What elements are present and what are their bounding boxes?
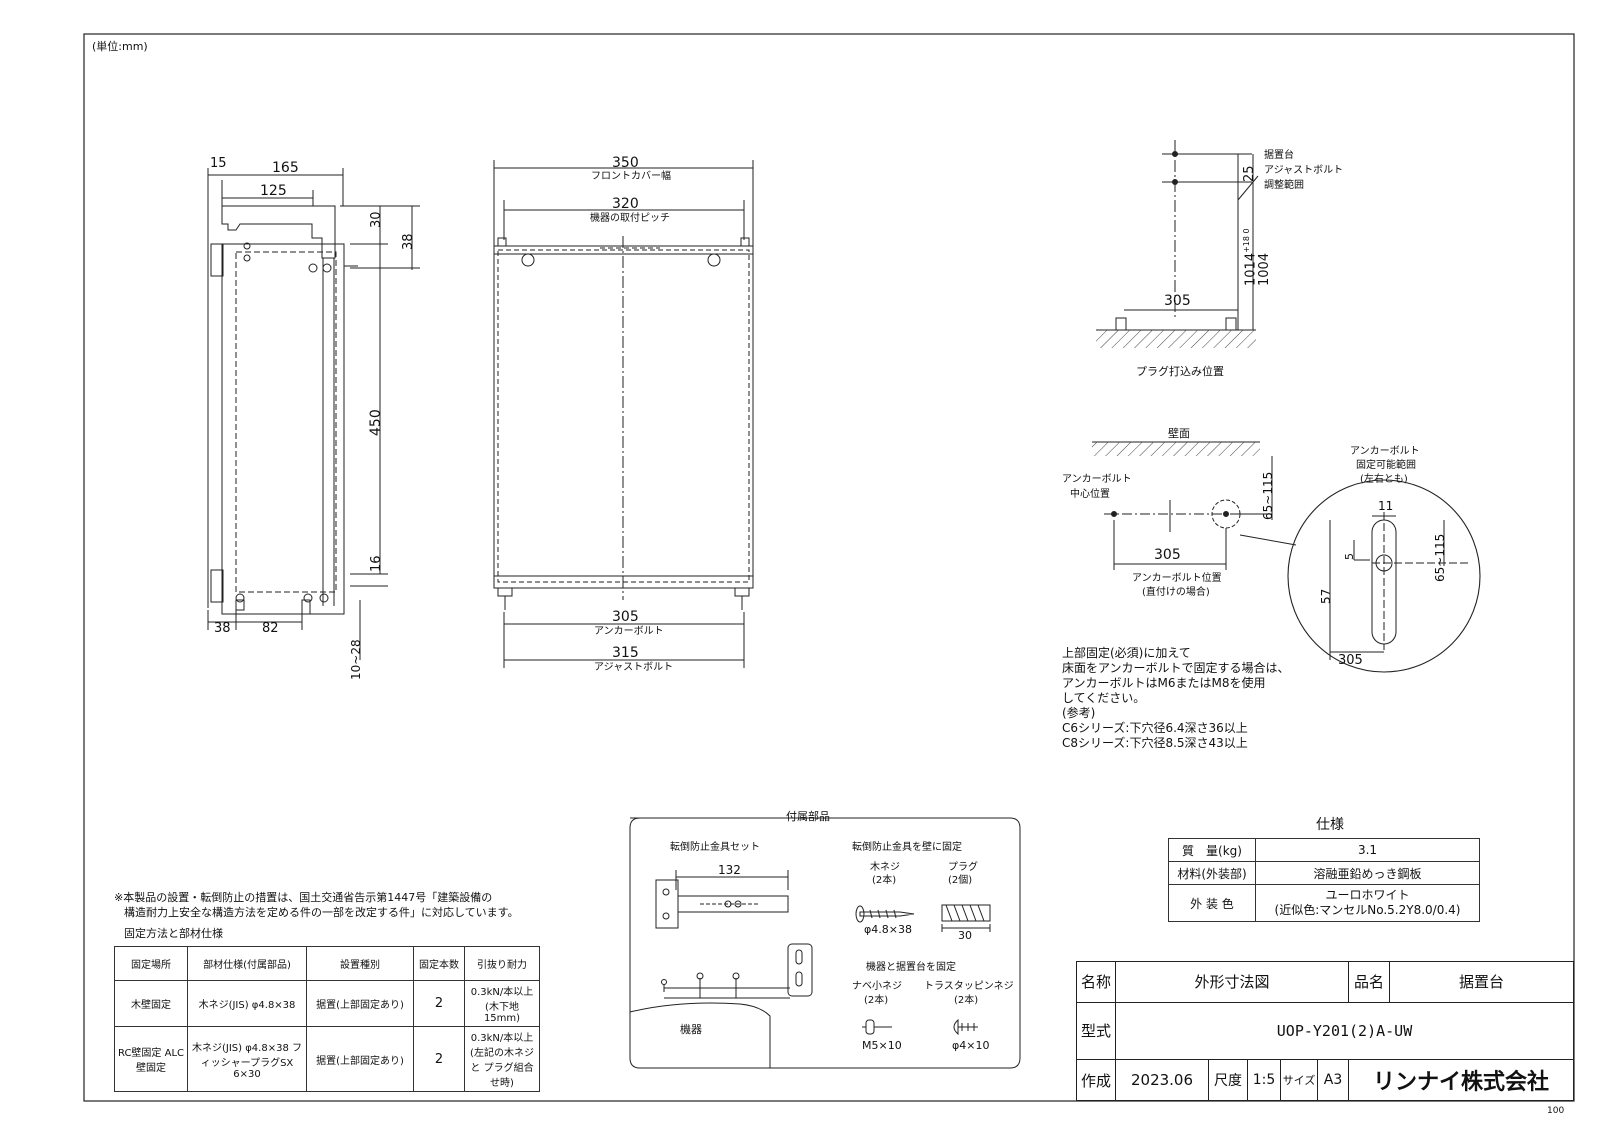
bracket-set-title: 転倒防止金具セット [670,842,760,853]
regulation-note: ※本製品の設置・転倒防止の措置は、国土交通省告示第1447号「建築設備の構造耐力… [114,891,519,919]
unit-note: (単位:mm) [92,40,148,53]
dim-10-28: 10~28 [349,639,363,680]
spec-table: 質 量(kg)3.1 材料(外装部)溶融亜鉛めっき鋼板 外 装 色ユーロホワイト… [1168,838,1480,922]
label-front-cover-width: フロントカバー幅 [591,171,671,182]
anchor-position-1: アンカーボルト位置 [1132,573,1222,584]
dim-30: 30 [369,211,384,228]
truss-screw-label: トラスタッピンネジ [924,981,1014,992]
label-adjust-bolt: アジャストボルト [594,662,674,673]
plug-size: 30 [958,929,972,942]
label-anchor-bolt: アンカーボルト [594,626,664,637]
dim-350: 350 [612,155,639,171]
dim-65-115: 65~115 [1261,471,1275,520]
page-code: 100 [1547,1106,1565,1116]
wood-screw-count: (2本) [872,875,897,886]
bracket-set-dim: 132 [718,863,741,877]
dim-315: 315 [612,645,639,661]
dim-305-front: 305 [612,609,639,625]
wall-label: 壁面 [1168,427,1190,440]
fixing-title: 固定方法と部材仕様 [124,927,223,940]
pan-screw-label: ナベ小ネジ [852,981,902,992]
wall-fix-title: 転倒防止金具を壁に固定 [852,842,962,853]
dim-25: 25 [1242,165,1257,182]
sheet-border [83,33,1575,1102]
detail-dim-65-115: 65~115 [1433,533,1447,582]
base-fix-title: 機器と据置台を固定 [866,962,956,973]
anchor-position-2: (直付けの場合) [1142,587,1210,598]
anchor-center-1: アンカーボルト [1062,474,1132,485]
dim-16: 16 [369,555,384,572]
installation-notes: 上部固定(必須)に加えて床面をアンカーボルトで固定する場合は、アンカーボルトはM… [1062,646,1290,750]
side-view [207,168,420,660]
wood-screw-size: φ4.8×38 [864,923,912,936]
spec-title: 仕様 [1316,817,1344,833]
dim-38-bottom: 38 [214,621,231,636]
dim-305-plan: 305 [1154,547,1181,563]
unit-label: 機器 [680,1023,702,1036]
title-block: 名称 外形寸法図 品名 据置台 型式 UOP-Y201(2)A-UW 作成 20… [1076,961,1574,1101]
wood-screw-label: 木ネジ [870,862,900,873]
dim-1004: 1004 [1257,252,1272,286]
truss-screw-size: φ4×10 [952,1039,990,1052]
anchor-center-2: 中心位置 [1070,489,1110,500]
dim-125: 125 [260,183,287,199]
dim-38-top: 38 [401,233,416,250]
anchor-range-2: 固定可能範囲 [1356,460,1416,471]
plug-position-caption: プラグ打込み位置 [1136,365,1224,378]
fixing-table: 固定場所 部材仕様(付属部品) 設置種別 固定本数 引抜り耐力 木壁固定 木ネジ… [114,946,540,1092]
dim-165: 165 [272,160,299,176]
adjust-view [1096,140,1259,348]
label-mount-pitch: 機器の取付ピッチ [590,213,670,224]
plug-count: (2個) [948,875,973,886]
plan-view [1092,441,1481,673]
dim-305-adjust: 305 [1164,293,1191,309]
detail-dim-5: 5 [1343,553,1356,560]
adjust-label-2: アジャストボルト [1264,165,1344,176]
detail-dim-57: 57 [1319,588,1333,604]
anchor-range-3: (左右とも) [1360,474,1408,485]
pan-screw-count: (2本) [864,995,889,1006]
dim-82: 82 [262,621,279,636]
truss-screw-count: (2本) [954,995,979,1006]
dim-320: 320 [612,196,639,212]
dim-15: 15 [210,156,227,171]
plug-label: プラグ [948,862,978,873]
detail-dim-11: 11 [1378,499,1394,513]
accessories-box [629,817,1021,1069]
adjust-label-3: 調整範囲 [1264,180,1304,191]
pan-screw-size: M5×10 [862,1039,902,1052]
detail-dim-305: 305 [1338,653,1363,668]
adjust-label-1: 据置台 [1264,150,1294,161]
front-view [493,160,754,668]
anchor-range-1: アンカーボルト [1350,446,1420,457]
accessories-title: 付属部品 [786,810,830,823]
dim-450: 450 [368,409,384,436]
